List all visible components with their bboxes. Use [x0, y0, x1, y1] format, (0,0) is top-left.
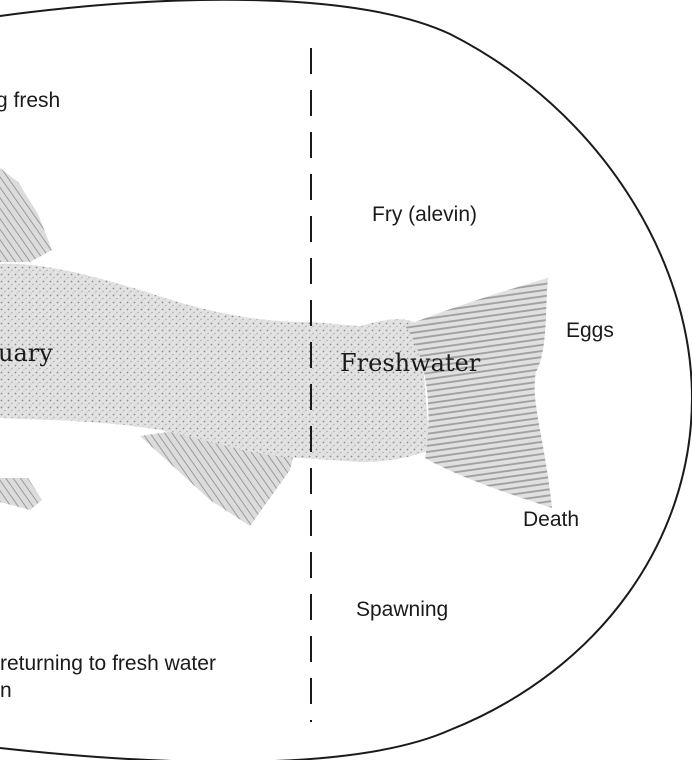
zone-estuary-label: uary [0, 338, 53, 368]
label-fry: Fry (alevin) [372, 202, 477, 228]
pelvic-fin [0, 478, 42, 510]
tail-fin [405, 278, 552, 508]
label-eggs: Eggs [566, 318, 614, 344]
dorsal-fin [0, 168, 52, 262]
label-death: Death [523, 507, 579, 533]
zone-freshwater-label: Freshwater [340, 348, 480, 378]
label-returning-line1: returning to fresh water [0, 651, 216, 677]
label-top-fresh: g fresh [0, 88, 60, 114]
label-spawning: Spawning [356, 597, 448, 623]
label-returning-line2: n [0, 678, 12, 704]
